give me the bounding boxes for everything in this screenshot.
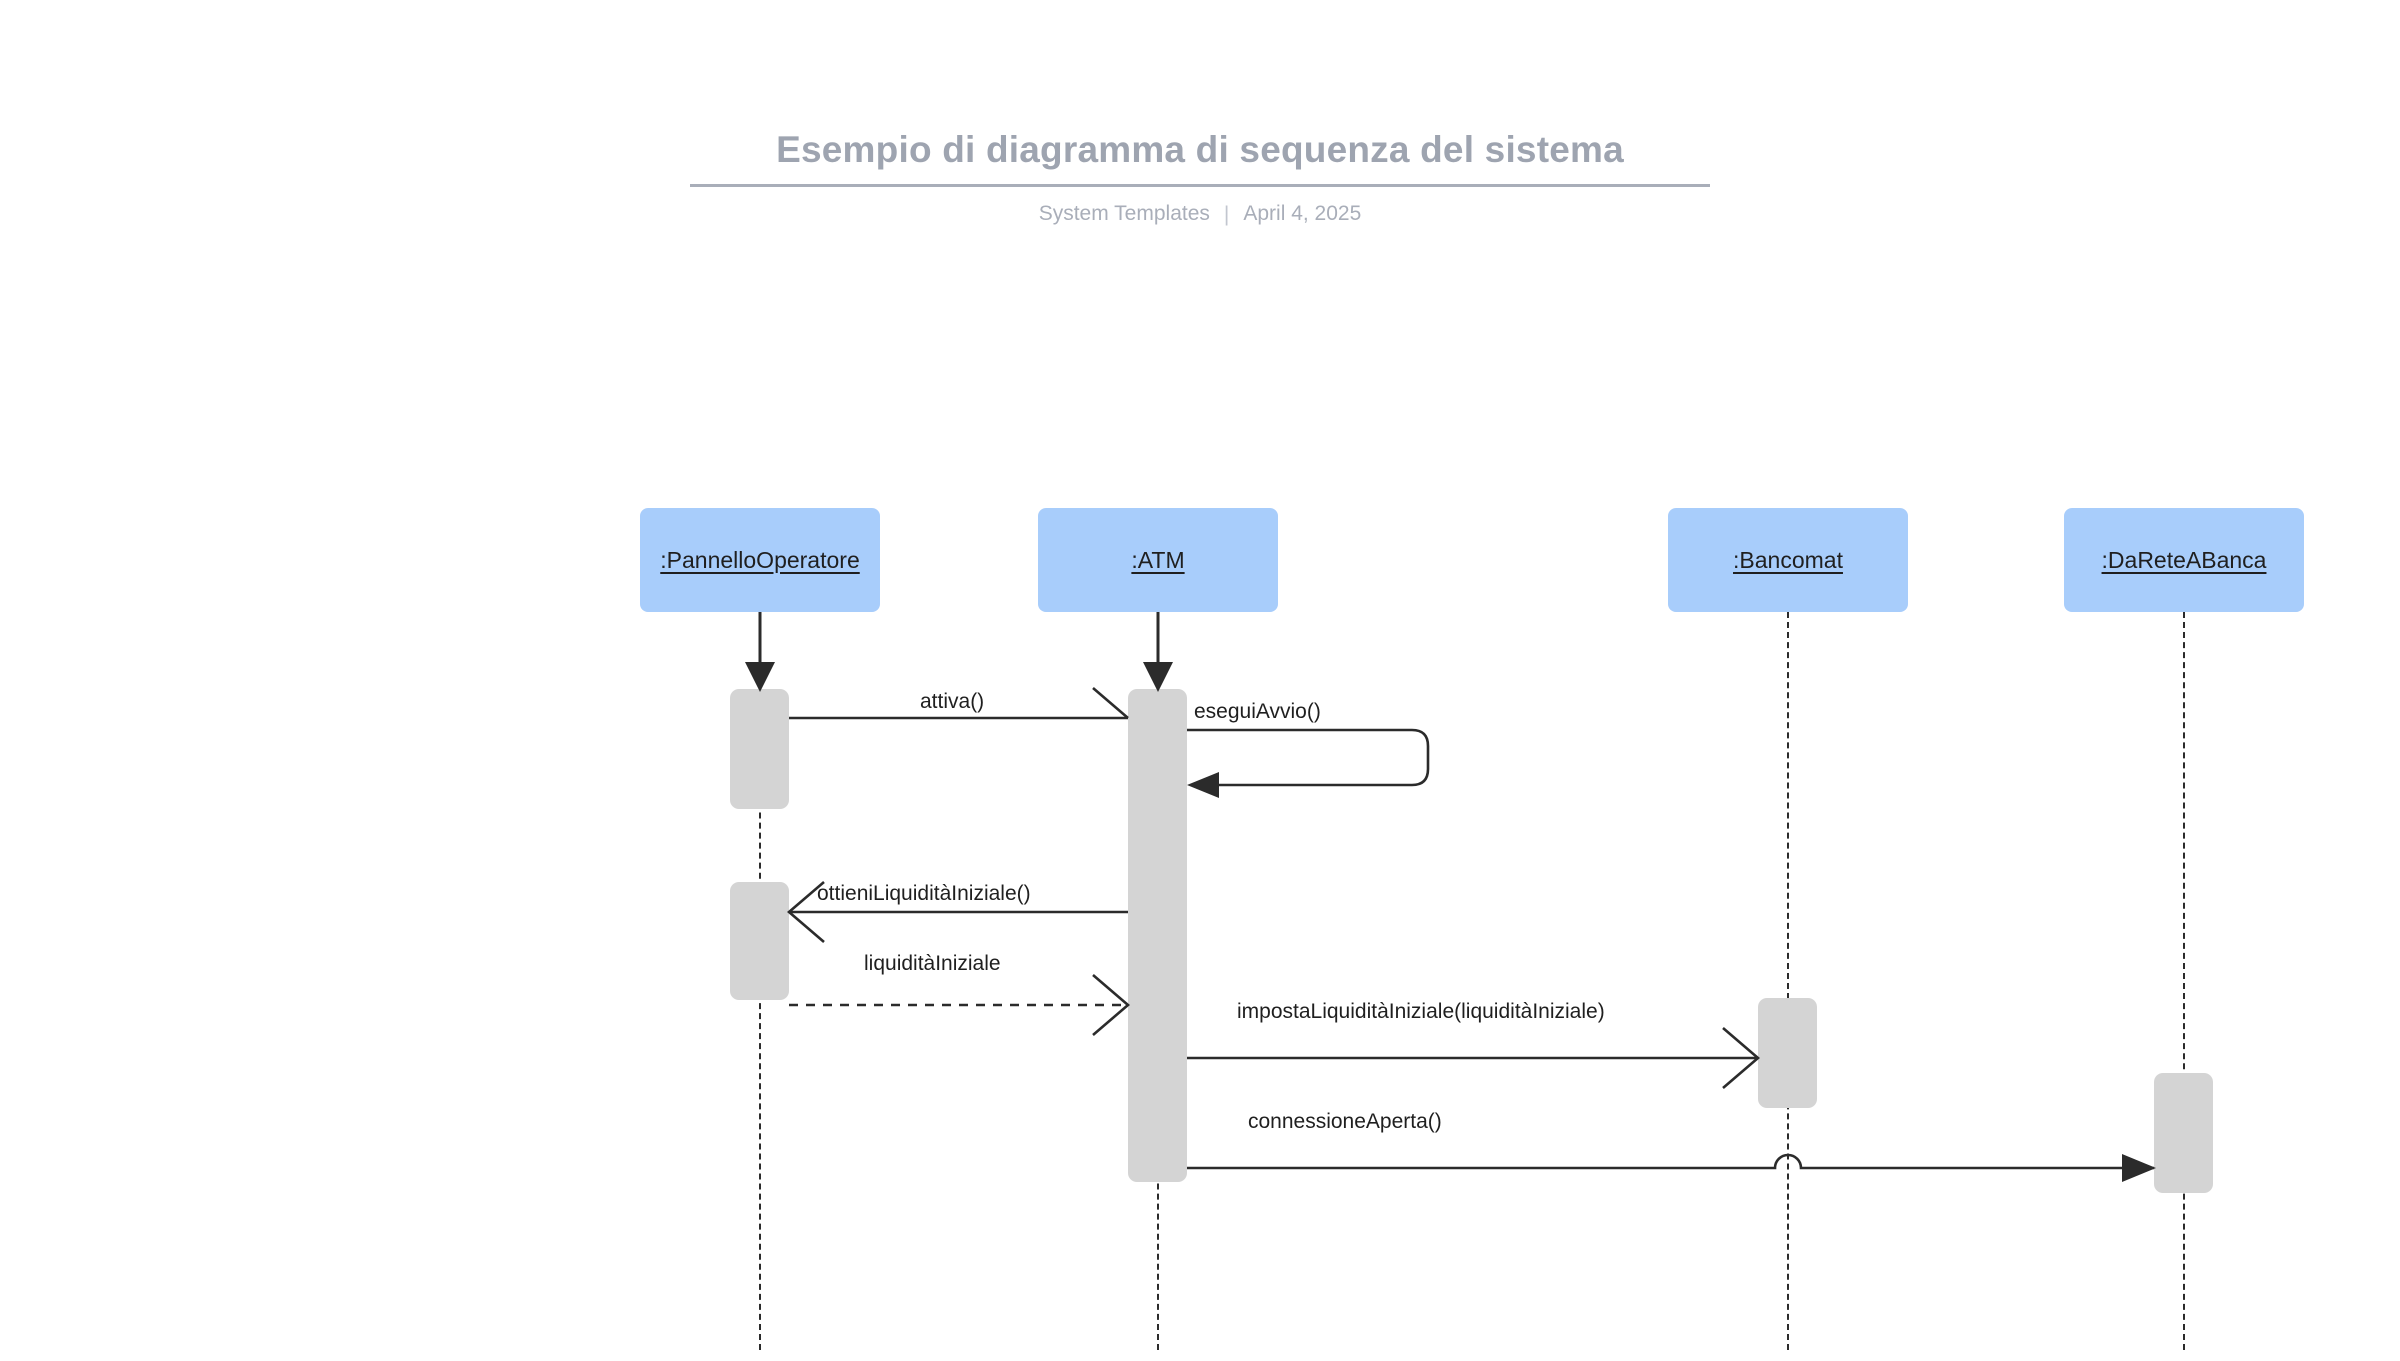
source-label: System Templates <box>1038 201 1210 225</box>
lifeline-label-bancomat: :Bancomat <box>1733 546 1843 573</box>
message-label-impostaLiquiditaIniziale: impostaLiquiditàIniziale(liquiditàInizia… <box>1237 1000 1605 1023</box>
message-arrow-connessioneAperta <box>1187 1153 2156 1182</box>
message-label-liquiditaIniziale: liquiditàIniziale <box>864 952 1001 975</box>
page-title: Esempio di diagramma di sequenza del sis… <box>776 129 1624 170</box>
title-divider <box>690 183 1710 187</box>
message-arrow-liquiditaIniziale <box>789 974 1130 1036</box>
lifeline-head-darete[interactable]: :DaReteABanca <box>2064 508 2304 612</box>
lifeline-label-darete: :DaReteABanca <box>2101 546 2267 573</box>
message-arrow-impostaLiquiditaIniziale <box>1187 1027 1760 1089</box>
document-header: Esempio di diagramma di sequenza del sis… <box>0 129 2400 226</box>
activation-pannello-2 <box>730 882 789 1000</box>
subtitle-separator: | <box>1223 202 1230 226</box>
document-subtitle: System Templates | April 4, 2025 <box>0 202 2400 226</box>
message-label-attiva: attiva() <box>920 690 985 713</box>
activation-bancomat-1 <box>1758 998 1817 1108</box>
activation-darete-1 <box>2154 1073 2213 1193</box>
date-label: April 4, 2025 <box>1243 201 1362 225</box>
lifeline-line-bancomat <box>1787 612 1789 1350</box>
message-arrow-eseguiAvvio <box>1187 728 1430 798</box>
message-label-ottieniLiquiditaIniziale: ottieniLiquiditàIniziale() <box>817 882 1031 905</box>
message-label-connessioneAperta: connessioneAperta() <box>1248 1110 1442 1133</box>
activation-atm-1 <box>1128 689 1187 1182</box>
lifeline-label-atm: :ATM <box>1131 546 1185 573</box>
activation-pannello-1 <box>730 689 789 809</box>
lifeline-label-pannello: :PannelloOperatore <box>660 546 860 573</box>
lifeline-head-pannello[interactable]: :PannelloOperatore <box>640 508 880 612</box>
lifeline-head-bancomat[interactable]: :Bancomat <box>1668 508 1908 612</box>
lifeline-line-darete <box>2183 612 2185 1350</box>
message-label-eseguiAvvio: eseguiAvvio() <box>1194 700 1321 723</box>
lifeline-head-atm[interactable]: :ATM <box>1038 508 1278 612</box>
